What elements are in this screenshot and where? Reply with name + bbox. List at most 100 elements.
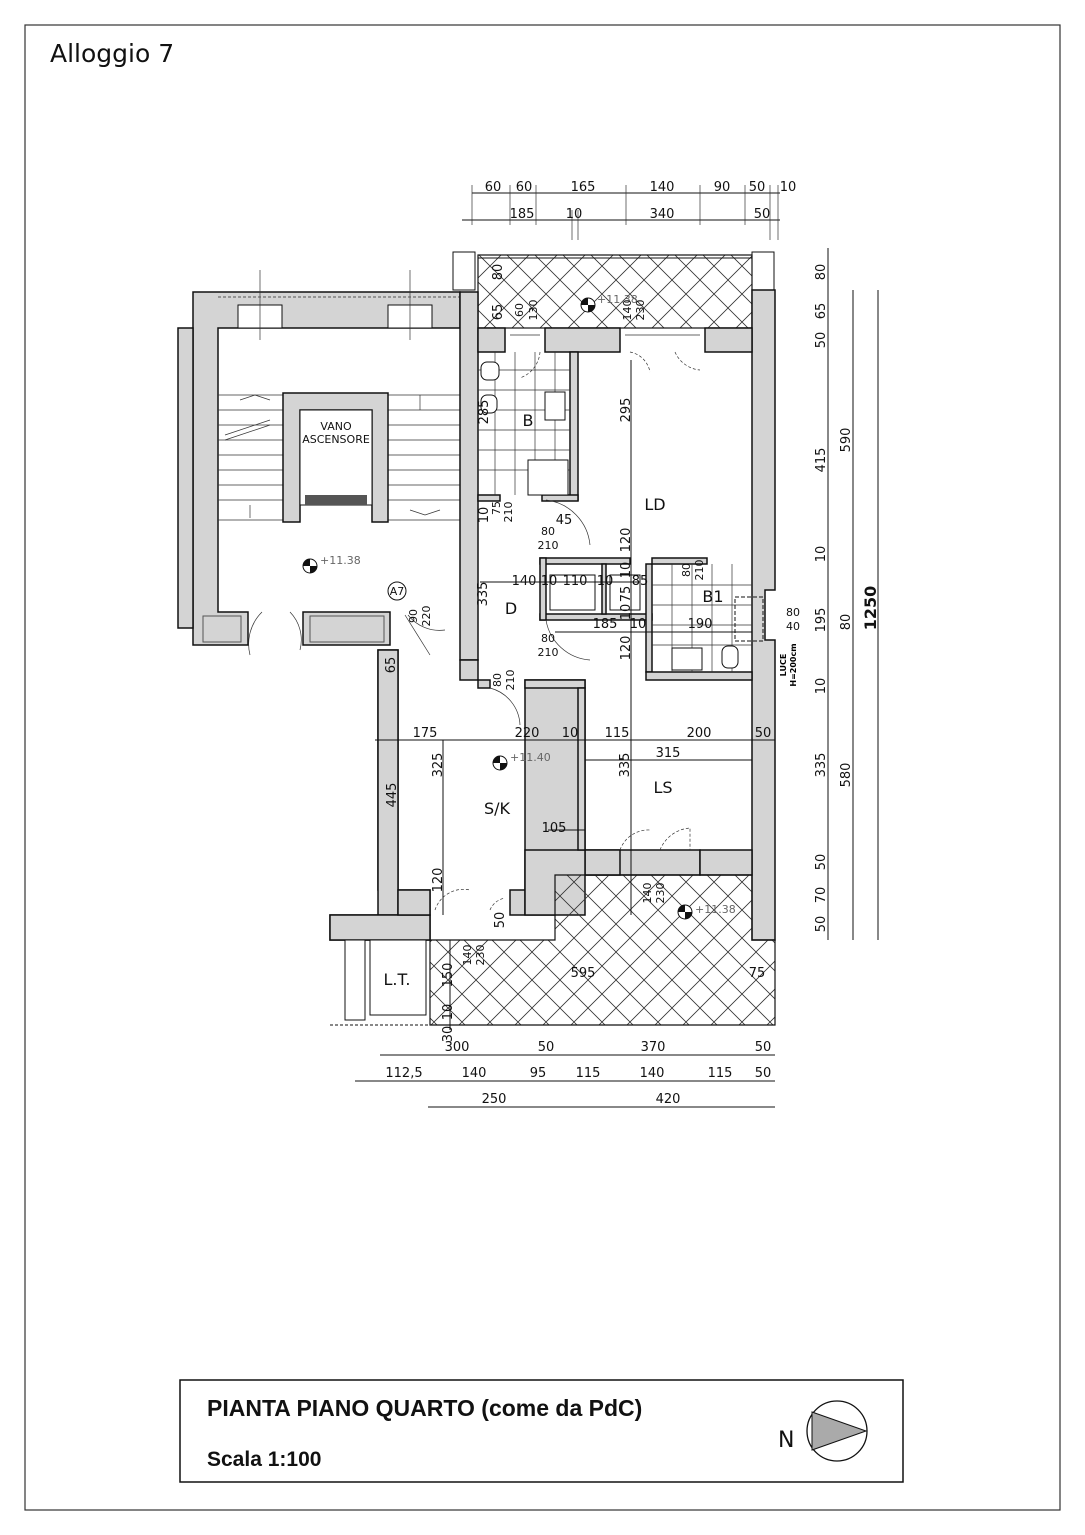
shaft-box (309, 615, 385, 643)
dim-label: 10 (619, 604, 634, 621)
room-label-ld: LD (644, 495, 665, 514)
bathroom-b1 (549, 564, 764, 672)
unit-tag: A7 (390, 585, 405, 598)
dim-label: 295 (619, 398, 634, 423)
dim-label: 10 (814, 546, 829, 563)
dim-label: 595 (571, 966, 596, 981)
dim-label: 340 (650, 207, 675, 222)
dim-label: 230 (634, 300, 647, 321)
interior-dims: 80 65 60 130 140 230 285 10 75 210 295 4… (384, 264, 800, 1043)
dim-label: 50 (814, 916, 829, 933)
closet-icon (609, 574, 641, 611)
stair-core: VANO ASCENSORE +11.38 A7 (177, 270, 461, 656)
dim-label: 80 (491, 673, 504, 687)
dim-label: 10 (566, 207, 583, 222)
dim-label: 80 (839, 614, 854, 631)
dim-label: 335 (814, 753, 829, 778)
door-details (434, 334, 701, 911)
elevation-bottom-balcony: +11.38 (695, 903, 736, 916)
dim-label: 120 (431, 868, 446, 893)
dim-label: 30 (441, 1026, 456, 1043)
elevation-top-balcony: +11.38 (597, 293, 638, 306)
drawing-title: PIANTA PIANO QUARTO (come da PdC) (207, 1395, 642, 1421)
elevator-label-2: ASCENSORE (302, 433, 370, 446)
unit-tag-circle (387, 581, 407, 601)
window-note: LUCE (779, 654, 788, 677)
window-note: H=200cm (789, 643, 798, 686)
toilet-icon (480, 361, 500, 381)
shaft-box (202, 615, 242, 643)
dim-total: 1250 (861, 586, 880, 631)
elevation-kitchen: +11.40 (510, 751, 551, 764)
dim-label: 10 (477, 507, 492, 524)
dimension-lines (355, 185, 879, 1108)
north-arrow-icon (806, 1400, 868, 1462)
dim-label: 10 (630, 617, 647, 632)
dim-label: 85 (632, 574, 649, 589)
elevation-marker-icon (492, 755, 508, 771)
dim-label: 140 (512, 574, 537, 589)
window-icon (734, 596, 764, 642)
sink-icon (671, 647, 703, 671)
bathroom-b (478, 352, 570, 496)
shower-icon (527, 459, 569, 496)
elevation-marker-icon (677, 904, 693, 920)
dim-label: 120 (619, 636, 634, 661)
drawing-scale: Scala 1:100 (207, 1448, 321, 1471)
elevation-marker-icon (302, 558, 318, 574)
elevation-marker-icon (580, 297, 596, 313)
dim-label: 80 (786, 606, 800, 619)
bottom-dims: 300 50 370 50 112,5 140 95 115 140 115 5… (385, 1040, 771, 1107)
north-label: N (778, 1428, 794, 1453)
entry-door-swing (248, 611, 302, 656)
dim-label: 210 (538, 539, 559, 552)
dim-label: 10 (597, 574, 614, 589)
dim-label: 80 (680, 563, 693, 577)
dim-label: 175 (413, 726, 438, 741)
dim-label: 50 (755, 1066, 772, 1081)
dim-label: 50 (754, 207, 771, 222)
dim-label: 10 (814, 678, 829, 695)
dim-label: 420 (656, 1092, 681, 1107)
dim-label: 65 (491, 304, 506, 321)
dim-label: 150 (441, 963, 456, 988)
dim-label: 200 (687, 726, 712, 741)
dim-label: 50 (538, 1040, 555, 1055)
dim-label: 40 (786, 620, 800, 633)
dim-label: 210 (693, 560, 706, 581)
lt-room (369, 939, 427, 1016)
dim-label: 110 (563, 574, 588, 589)
dim-label: 75 (749, 966, 766, 981)
dim-label: 230 (654, 883, 667, 904)
dim-label: 10 (562, 726, 579, 741)
dim-label: 120 (619, 528, 634, 553)
dim-label: 75 (619, 586, 634, 603)
dim-label: 65 (814, 303, 829, 320)
dim-label: 80 (541, 632, 555, 645)
dim-label: 220 (515, 726, 540, 741)
dim-label: 50 (749, 180, 766, 195)
dim-label: 415 (814, 448, 829, 473)
dim-label: 10 (441, 1004, 456, 1021)
dim-label: 165 (571, 180, 596, 195)
dim-label: 90 (407, 609, 420, 623)
dim-label: 70 (814, 887, 829, 904)
stair-wall-bottom (302, 611, 391, 646)
dim-label: 230 (474, 945, 487, 966)
dim-label: 50 (814, 332, 829, 349)
dim-label: 50 (814, 854, 829, 871)
dim-label: 45 (556, 513, 573, 528)
dim-label: 325 (431, 753, 446, 778)
dim-label: 95 (530, 1066, 547, 1081)
room-label-ls: LS (653, 778, 672, 797)
dim-label: 80 (814, 264, 829, 281)
elevation-stair: +11.38 (320, 554, 361, 567)
elevator-door (305, 495, 367, 505)
dim-label: 60 (485, 180, 502, 195)
dim-label: 115 (605, 726, 630, 741)
room-label-sk: S/K (484, 799, 511, 818)
dim-label: 335 (476, 582, 491, 607)
dim-label: 130 (527, 300, 540, 321)
room-label-d: D (505, 599, 517, 618)
room-label-lt: L.T. (384, 970, 411, 989)
